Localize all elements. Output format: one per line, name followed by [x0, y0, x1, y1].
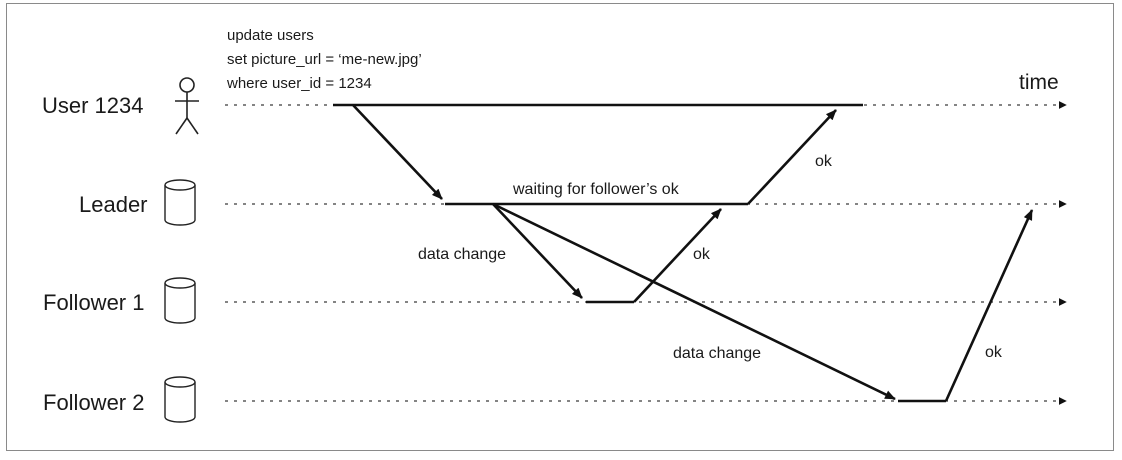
waiting-label: waiting for follower’s ok: [512, 181, 680, 198]
query-line-1: update users: [227, 27, 314, 44]
ok-label-follower2: ok: [985, 344, 1003, 361]
ok-label-follower1: ok: [693, 246, 711, 263]
write-request-arrow: [352, 104, 443, 200]
data-change-label-1: data change: [418, 246, 506, 263]
ok-arrow-leader: [747, 109, 837, 205]
ok-arrow-follower2: [944, 209, 1034, 402]
query-line-2: set picture_url = ‘me-new.jpg’: [227, 51, 422, 68]
leader-label: Leader: [79, 192, 148, 217]
person-icon: [175, 77, 199, 135]
follower1-database-icon: [164, 277, 196, 324]
query-line-3: where user_id = 1234: [226, 75, 372, 92]
data-change-arrow-follower1: [492, 203, 583, 299]
data-change-label-2: data change: [673, 345, 761, 362]
time-axis-label: time: [1019, 71, 1059, 94]
follower1-label: Follower 1: [43, 290, 144, 315]
leader-database-icon: [164, 179, 196, 226]
user-label: User 1234: [42, 93, 144, 118]
ok-arrow-follower1: [633, 208, 722, 303]
ok-label-leader: ok: [815, 153, 833, 170]
follower2-database-icon: [164, 376, 196, 423]
follower2-label: Follower 2: [43, 390, 144, 415]
diagram-frame: [6, 3, 1114, 451]
data-change-arrow-follower2: [492, 202, 896, 401]
